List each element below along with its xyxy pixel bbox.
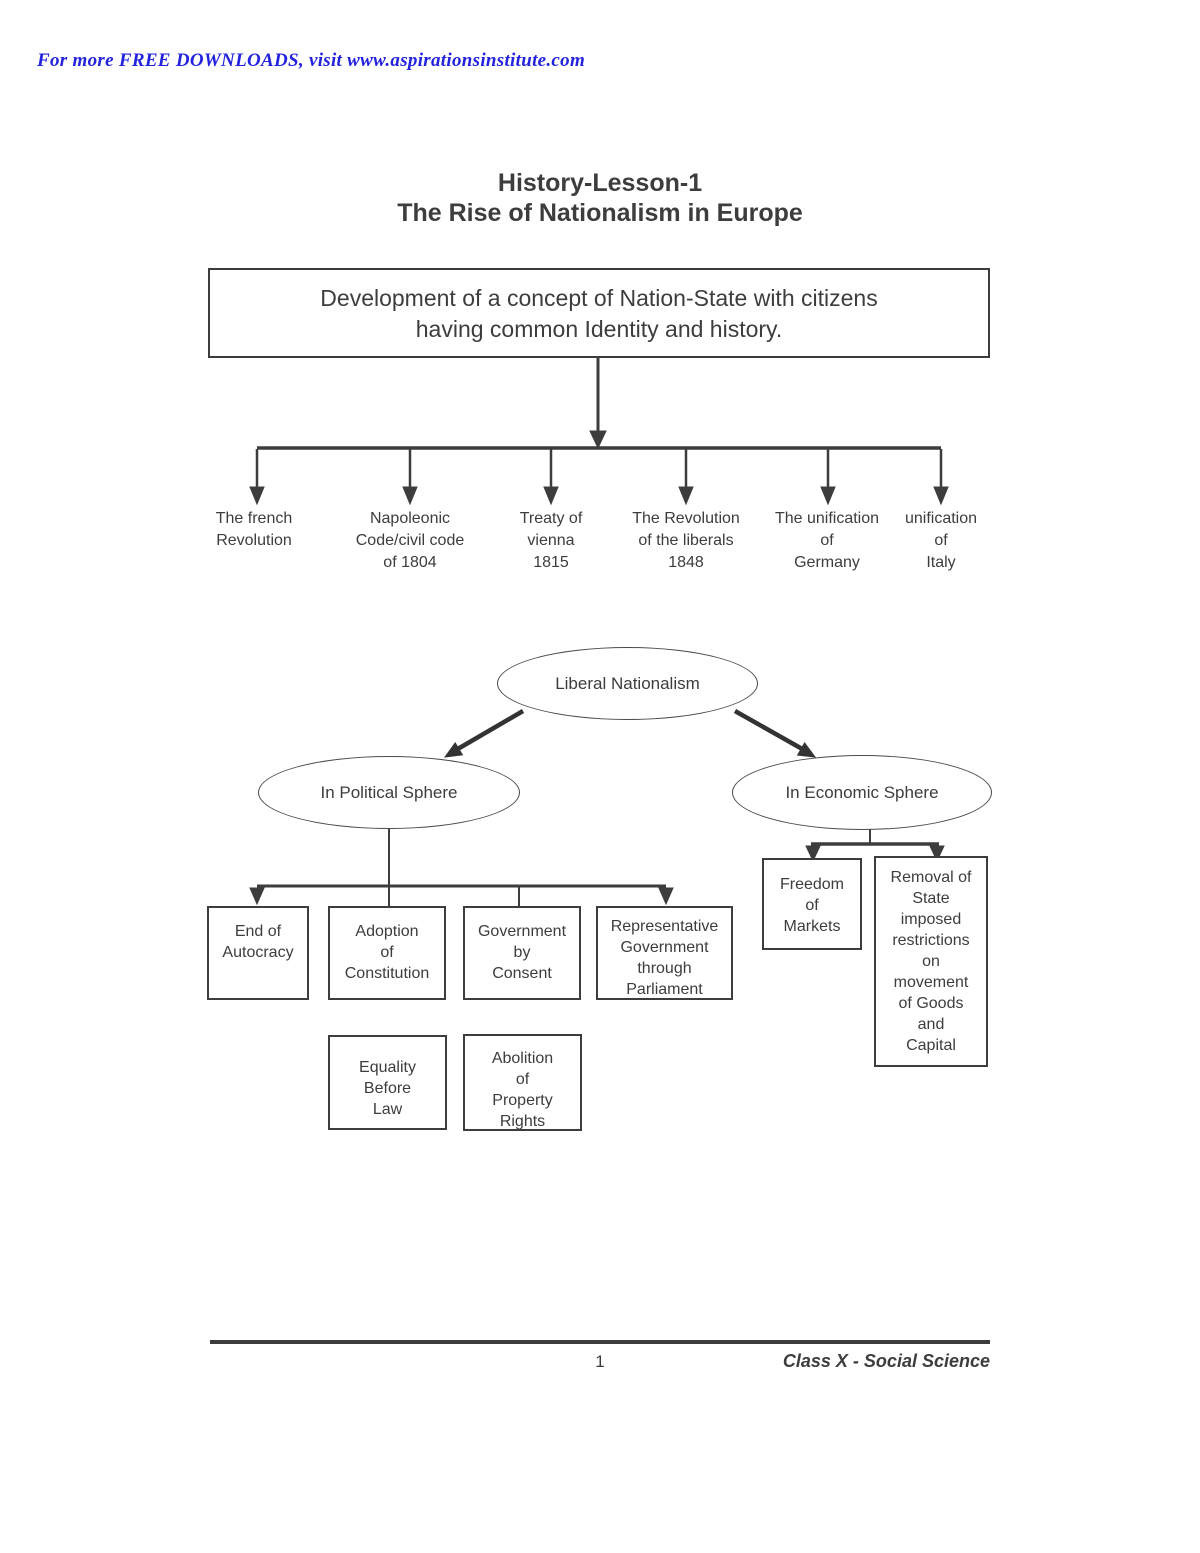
- root-branch-connectors: [249, 358, 949, 506]
- box-adoption-of-constitution: Adoption of Constitution: [328, 906, 446, 1000]
- title-line-1: History-Lesson-1: [497, 169, 703, 197]
- root-concept-box: Development of a concept of Nation-State…: [208, 268, 990, 358]
- event-label-treaty-of-vienna: Treaty of vienna 1815: [519, 510, 583, 571]
- arrow-down-icon: [933, 486, 949, 506]
- event-label-revolution-1848: The Revolution of the liberals 1848: [632, 510, 740, 571]
- ellipse-liberal-nationalism: Liberal Nationalism: [497, 647, 758, 720]
- ellipse-economic-sphere: In Economic Sphere: [732, 755, 992, 830]
- arrow-down-icon: [249, 486, 265, 506]
- event-label-unification-germany: The unification of Germany: [774, 510, 880, 571]
- box-removal-state-restrictions: Removal of State imposed restrictions on…: [874, 856, 988, 1067]
- footer-course-label: Class X - Social Science: [782, 1351, 990, 1371]
- arrow-diagonal-icon: [796, 741, 817, 758]
- event-label-napoleonic-code: Napoleonic Code/civil code of 1804: [355, 510, 465, 571]
- political-connectors: [249, 829, 674, 906]
- box-representative-government: Representative Government through Parlia…: [596, 906, 733, 1000]
- event-label-unification-italy: unification of Italy: [904, 510, 978, 571]
- free-downloads-note: For more FREE DOWNLOADS, visit www.aspir…: [37, 50, 586, 71]
- footer-rule: [210, 1340, 990, 1344]
- arrow-down-icon: [678, 486, 694, 506]
- box-equality-before-law: Equality Before Law: [328, 1035, 447, 1130]
- arrow-down-icon: [402, 486, 418, 506]
- arrow-down-icon: [543, 486, 559, 506]
- arrow-down-icon: [658, 887, 674, 906]
- arrow-down-icon: [249, 887, 265, 906]
- title-line-2: The Rise of Nationalism in Europe: [397, 199, 803, 227]
- arrow-down-icon: [589, 430, 607, 450]
- event-label-french-revolution: The french Revolution: [215, 510, 293, 549]
- box-abolition-property-rights: Abolition of Property Rights: [463, 1034, 582, 1131]
- page-title: History-Lesson-1 The Rise of Nationalism…: [200, 168, 1000, 228]
- arrow-down-icon: [820, 486, 836, 506]
- box-freedom-of-markets: Freedom of Markets: [762, 858, 862, 950]
- ellipse-political-sphere: In Political Sphere: [258, 756, 520, 829]
- page-number: 1: [595, 1352, 605, 1371]
- box-government-by-consent: Government by Consent: [463, 906, 581, 1000]
- box-end-of-autocracy: End of Autocracy: [207, 906, 309, 1000]
- arrow-diagonal-icon: [443, 741, 464, 758]
